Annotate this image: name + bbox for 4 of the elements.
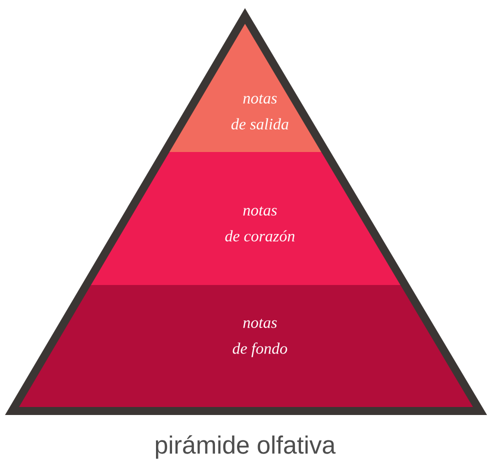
pyramid-band: notas de corazón bbox=[86, 152, 406, 285]
caption: pirámide olfativa bbox=[156, 435, 336, 459]
pyramid-band: notas de fondo bbox=[12, 284, 480, 411]
pyramid-band: notas de salida bbox=[164, 16, 326, 152]
